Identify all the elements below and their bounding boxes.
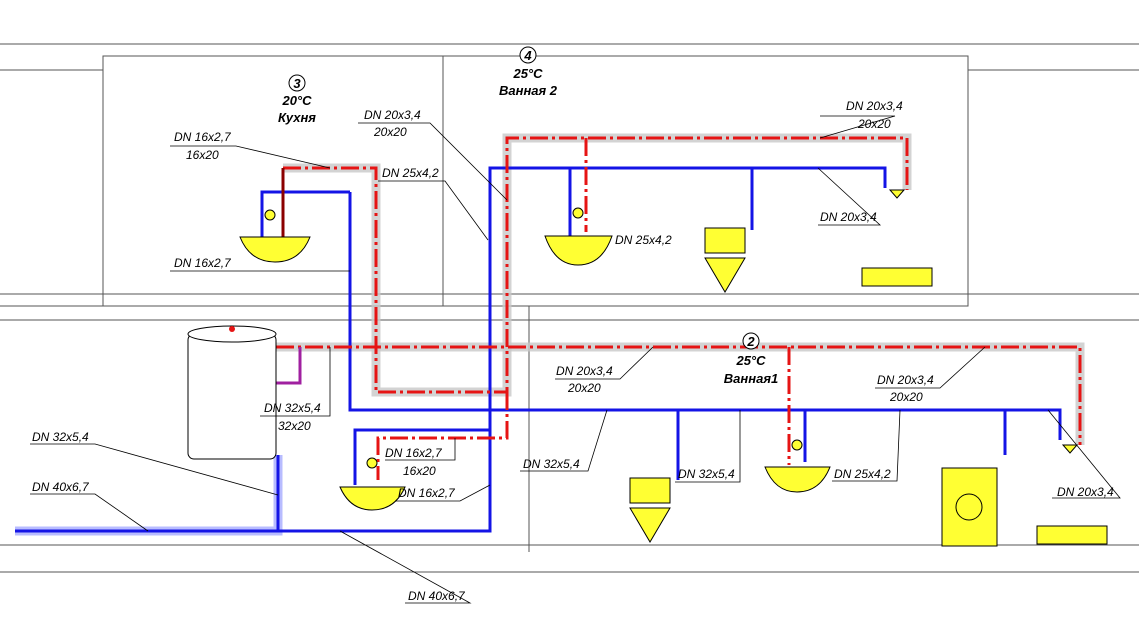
label-20x20-riser: 20x20: [373, 125, 407, 139]
label-dn16-small-sink-hot: DN 16x2,7: [385, 446, 443, 460]
label-dn32-cold-main: DN 32x5,4: [523, 457, 580, 471]
label-dn40-inlet: DN 40x6,7: [32, 480, 90, 494]
label-dn20-bath2-hot: DN 20x3,4: [846, 99, 903, 113]
sink-bath1: [764, 439, 831, 493]
room-temp-bath2: 25°C: [512, 66, 543, 81]
outlet-bath1: [1061, 444, 1079, 454]
sink-bath1-small: [339, 457, 406, 511]
label-20x20-hot-main: 20x20: [567, 381, 601, 395]
water-heater: [187, 325, 277, 460]
room-temp-kitchen: 20°C: [281, 93, 312, 108]
cold-water-pipes: [15, 166, 1062, 533]
room-number-bath2: 4: [523, 48, 532, 63]
label-dn20-hot-bath1: DN 20x3,4: [877, 373, 934, 387]
label-dn32-heater: DN 32x5,4: [264, 401, 321, 415]
label-dn16-small-sink-cold: DN 16x2,7: [398, 486, 456, 500]
label-dn25-bath1-sink: DN 25x4,2: [834, 467, 891, 481]
toilet-bath2: [704, 227, 746, 293]
label-dn16-kitchen-hot: DN 16x2,7: [174, 130, 232, 144]
label-20x20-hot-bath1: 20x20: [889, 390, 923, 404]
bathtub-bath2: [861, 267, 933, 287]
room-marker-bath1: 2 25°C Ванная1: [724, 332, 778, 386]
room-name-kitchen: Кухня: [278, 110, 316, 125]
label-dn20-hot-main: DN 20x3,4: [556, 364, 613, 378]
label-dn25-bath2-sink: DN 25x4,2: [615, 233, 672, 247]
label-32x20-heater: 32x20: [278, 419, 311, 433]
label-dn16-kitchen-cold: DN 16x2,7: [174, 256, 232, 270]
label-dn25-riser: DN 25x4,2: [382, 166, 439, 180]
room-name-bath2: Ванная 2: [499, 83, 558, 98]
label-dn32-heater-in: DN 32x5,4: [32, 430, 89, 444]
room-temp-bath1: 25°C: [735, 353, 766, 368]
label-16x20-small-sink: 16x20: [403, 464, 436, 478]
label-dn32-toilet: DN 32x5,4: [678, 467, 735, 481]
room-marker-kitchen: 3 20°C Кухня: [278, 74, 316, 125]
label-dn20-bath2-cold: DN 20x3,4: [820, 210, 877, 224]
room-number-bath1: 2: [746, 334, 755, 349]
label-dn20-riser: DN 20x3,4: [364, 108, 421, 122]
label-dn40-main: DN 40x6,7: [408, 589, 466, 603]
label-20x20-bath2: 20x20: [857, 117, 891, 131]
label-16x20-kitchen: 16x20: [186, 148, 219, 162]
toilet-bath1: [629, 477, 671, 543]
label-dn20-bath1-end: DN 20x3,4: [1057, 485, 1114, 499]
washing-machine: [941, 467, 998, 547]
room-marker-bath2: 4 25°C Ванная 2: [499, 46, 558, 98]
bathtub-bath1: [1036, 525, 1108, 545]
hot-water-pipes: [276, 136, 1082, 480]
sink-bath2: [544, 207, 613, 266]
outlet-bath2: [888, 189, 906, 199]
room-number-kitchen: 3: [293, 76, 301, 91]
sink-kitchen: [239, 209, 311, 263]
pipe-halos: [15, 133, 1085, 536]
room-name-bath1: Ванная1: [724, 371, 778, 386]
pipe-labels: DN 16x2,7 16x20 DN 16x2,7 DN 20x3,4 20x2…: [32, 99, 1114, 603]
leader-lines: [30, 115, 1121, 604]
